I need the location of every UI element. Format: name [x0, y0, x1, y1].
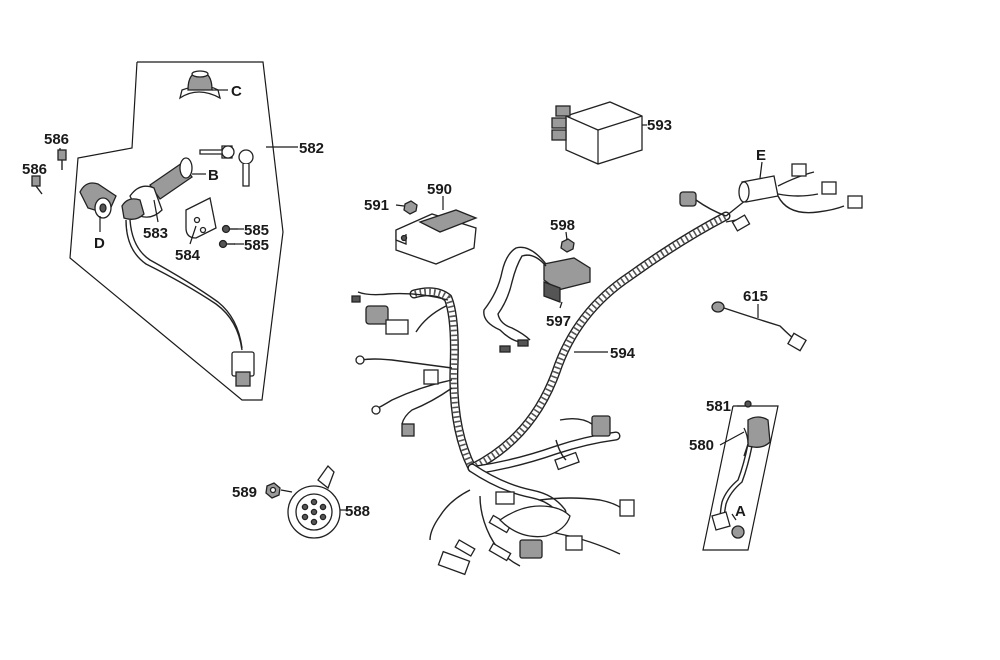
horn-588[interactable]	[287, 464, 341, 539]
label-583: 583	[143, 225, 168, 242]
ignition-cap-c[interactable]	[178, 70, 221, 100]
label-c: C	[231, 83, 242, 100]
screw-586-a[interactable]	[57, 149, 67, 170]
label-591: 591	[364, 197, 389, 214]
bracket-584[interactable]	[185, 197, 217, 239]
label-e: E	[756, 147, 766, 164]
screw-585-a[interactable]	[221, 224, 239, 234]
main-harness-594[interactable]	[351, 191, 757, 576]
regulator-590[interactable]	[395, 209, 478, 265]
label-598: 598	[550, 217, 575, 234]
ignition-coil-580[interactable]	[711, 416, 771, 531]
group-outline-582	[69, 61, 284, 401]
label-d: D	[94, 235, 105, 252]
label-586-b: 586	[22, 161, 47, 178]
callout-labels: C B D 582 583 584 585 585 586 586 588 58…	[22, 83, 768, 520]
plug-cap-a[interactable]	[731, 525, 745, 539]
screw-585-b[interactable]	[218, 239, 236, 249]
nut-598[interactable]	[560, 238, 575, 253]
group-outline-580	[702, 405, 779, 551]
label-594: 594	[610, 345, 636, 362]
sensor-597[interactable]	[483, 246, 591, 353]
ignition-keys[interactable]	[199, 145, 254, 187]
label-590: 590	[427, 181, 452, 198]
label-580: 580	[689, 437, 714, 454]
lock-cylinder-d[interactable]	[79, 182, 117, 219]
screw-586-b[interactable]	[31, 175, 43, 195]
label-585-b: 585	[244, 237, 269, 254]
label-588: 588	[345, 503, 370, 520]
label-597: 597	[546, 313, 571, 330]
leader-lines	[59, 89, 763, 521]
ignition-group-582	[69, 61, 284, 401]
label-b: B	[208, 167, 219, 184]
coil-group-580	[702, 405, 779, 551]
filter-e[interactable]	[738, 163, 863, 214]
cable-615[interactable]	[711, 301, 807, 352]
label-615: 615	[743, 288, 768, 305]
nut-589[interactable]	[265, 482, 281, 499]
nut-591[interactable]	[403, 200, 418, 215]
label-585-a: 585	[244, 222, 269, 239]
relay-593[interactable]	[551, 101, 643, 165]
ignition-body-583[interactable]	[121, 185, 255, 387]
label-584: 584	[175, 247, 201, 264]
label-593: 593	[647, 117, 672, 134]
label-586-a: 586	[44, 131, 69, 148]
label-581: 581	[706, 398, 731, 415]
screw-581[interactable]	[744, 400, 752, 408]
label-582: 582	[299, 140, 324, 157]
label-589: 589	[232, 484, 257, 501]
label-a: A	[735, 503, 746, 520]
